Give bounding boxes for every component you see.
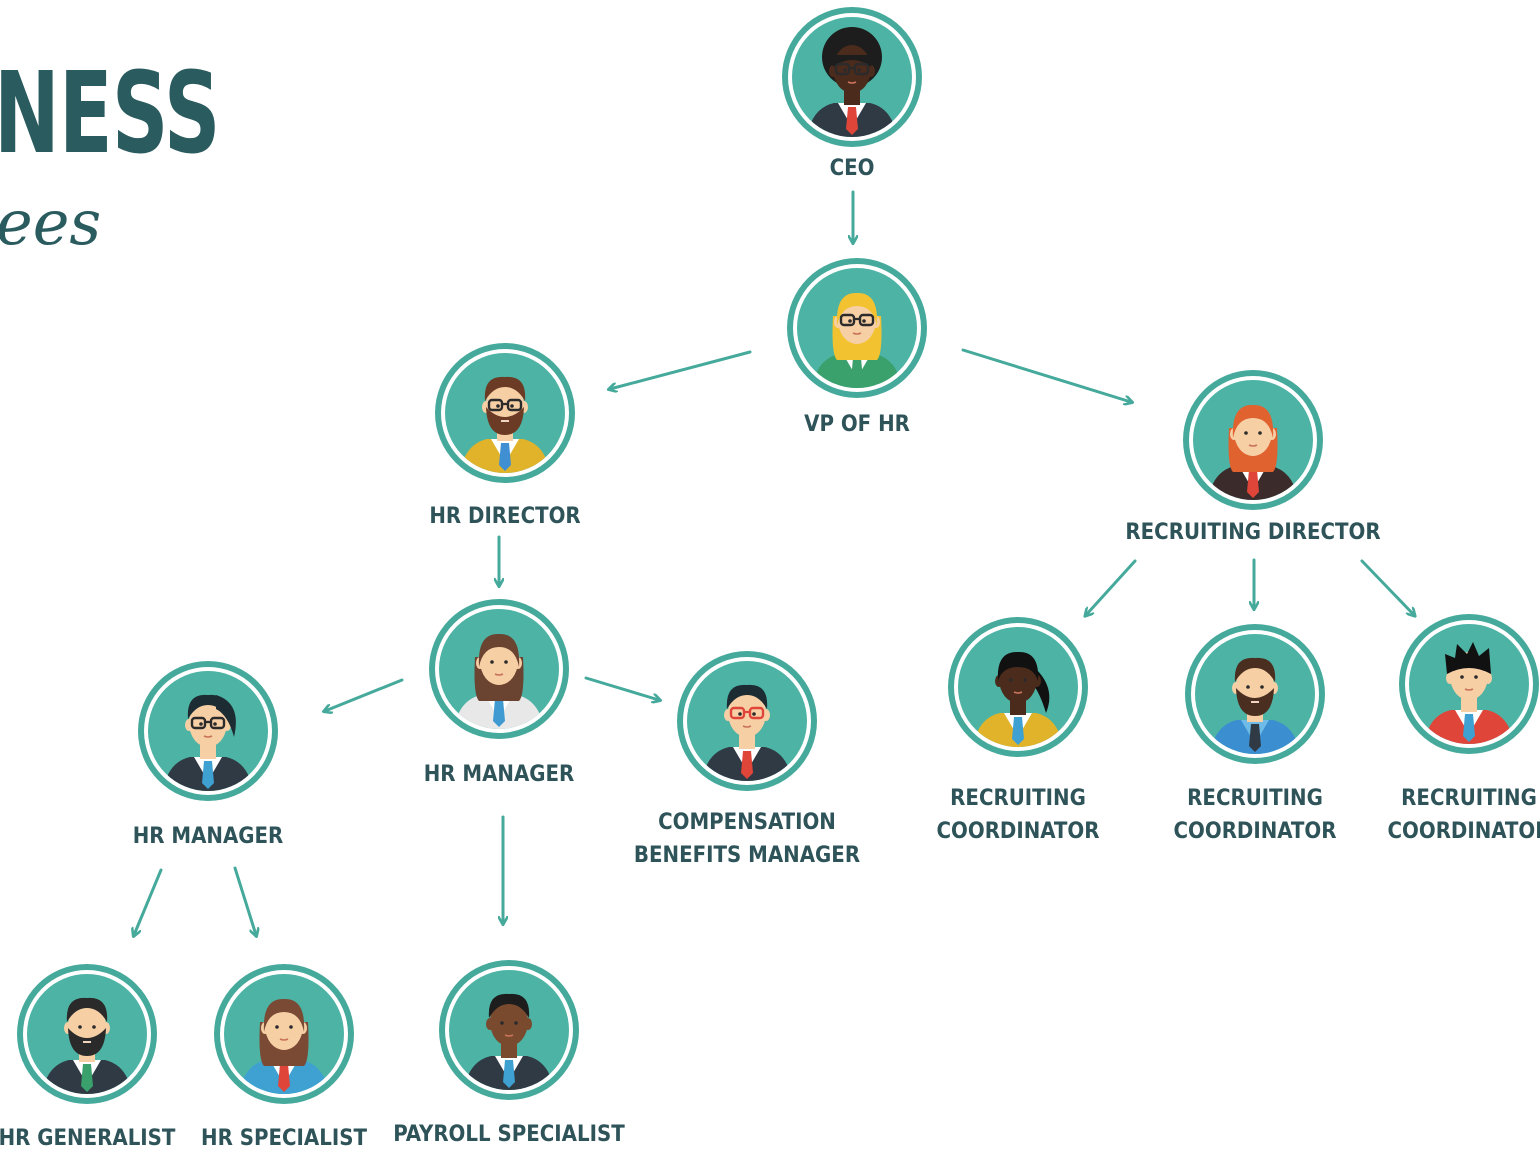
label-hr-director: HR DIRECTOR xyxy=(429,500,580,533)
label-line: COORDINATOR xyxy=(936,819,1100,844)
arrow-recruiting-director-to-recruiting-coord-1 xyxy=(1086,559,1137,615)
avatar-hr-manager-left xyxy=(138,661,278,801)
label-hr-manager-left: HR MANAGER xyxy=(133,820,284,853)
label-line: COMPENSATION xyxy=(658,810,836,835)
label-recruiting-coord-1: RECRUITING COORDINATOR xyxy=(937,782,1100,848)
page-subtitle: ees xyxy=(0,186,102,259)
arrow-vp-hr-to-recruiting-director xyxy=(961,348,1131,402)
label-line: RECRUITING xyxy=(1187,786,1323,811)
avatar-comp-benefits xyxy=(677,651,817,791)
label-line: CEO xyxy=(829,156,875,181)
avatar-recruiting-coord-3 xyxy=(1399,614,1539,754)
arrow-hr-manager-center-to-hr-manager-left xyxy=(325,678,404,711)
label-comp-benefits: COMPENSATION BENEFITS MANAGER xyxy=(634,806,860,872)
avatar-hr-specialist xyxy=(214,964,354,1104)
label-vp-hr: VP OF HR xyxy=(804,408,910,441)
avatar-payroll-specialist xyxy=(439,960,579,1100)
label-line: HR MANAGER xyxy=(423,762,575,787)
label-hr-specialist: HR SPECIALIST xyxy=(201,1122,367,1155)
page-title: NESS xyxy=(0,49,220,179)
label-payroll-specialist: PAYROLL SPECIALIST xyxy=(393,1118,624,1151)
label-line: VP OF HR xyxy=(804,412,910,437)
label-line: RECRUITING xyxy=(1401,786,1537,811)
arrow-vp-hr-to-hr-director xyxy=(610,350,752,389)
arrow-recruiting-director-to-recruiting-coord-3 xyxy=(1360,559,1414,615)
label-line: HR GENERALIST xyxy=(0,1126,176,1151)
arrow-hr-manager-left-to-hr-generalist xyxy=(134,868,163,935)
label-recruiting-coord-2: RECRUITING COORDINATOR xyxy=(1174,782,1337,848)
label-hr-generalist: HR GENERALIST xyxy=(0,1122,175,1155)
arrow-hr-manager-center-to-comp-benefits xyxy=(584,676,659,700)
label-line: HR DIRECTOR xyxy=(429,504,581,529)
arrow-hr-manager-left-to-hr-specialist xyxy=(233,866,256,935)
avatar-recruiting-coord-2 xyxy=(1185,624,1325,764)
avatar-vp-hr xyxy=(787,258,927,398)
label-hr-manager-center: HR MANAGER xyxy=(424,758,575,791)
avatar-hr-manager-center xyxy=(429,599,569,739)
label-line: RECRUITING DIRECTOR xyxy=(1125,520,1381,545)
label-recruiting-coord-3: RECRUITING COORDINATOR xyxy=(1388,782,1540,848)
label-line: HR MANAGER xyxy=(132,824,284,849)
label-line: HR SPECIALIST xyxy=(201,1126,367,1151)
label-line: COORDINATOR xyxy=(1173,819,1337,844)
label-line: PAYROLL SPECIALIST xyxy=(393,1122,625,1147)
label-line: BENEFITS MANAGER xyxy=(633,843,861,868)
avatar-recruiting-coord-1 xyxy=(948,617,1088,757)
label-line: COORDINATOR xyxy=(1387,819,1540,844)
label-line: RECRUITING xyxy=(950,786,1086,811)
label-recruiting-director: RECRUITING DIRECTOR xyxy=(1125,516,1380,549)
avatar-recruiting-director xyxy=(1183,370,1323,510)
label-ceo: CEO xyxy=(830,152,875,185)
avatar-hr-director xyxy=(435,343,575,483)
avatar-ceo xyxy=(782,7,922,147)
avatar-hr-generalist xyxy=(17,964,157,1104)
